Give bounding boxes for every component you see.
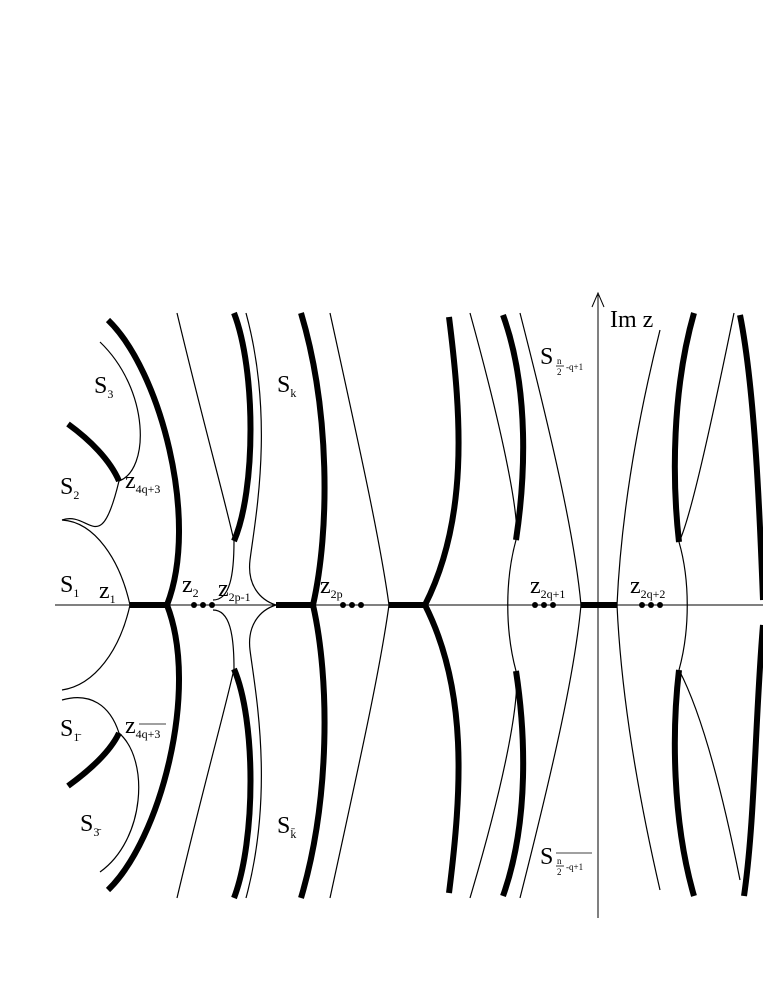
svg-text:2: 2 [557, 367, 562, 377]
svg-text:2: 2 [557, 867, 562, 877]
zero-z2p-label: z2p [320, 573, 343, 601]
svg-text:z4q+3: z4q+3 [125, 713, 160, 741]
svg-text:S: S [540, 344, 553, 370]
sector-sn-bar-label: S n 2 -q+1 [540, 844, 592, 877]
im-z-label: Im z [610, 307, 653, 333]
zero-z2q2-label: z2q+2 [630, 573, 665, 601]
svg-text:-q+1: -q+1 [566, 362, 583, 372]
thin-curves [61, 312, 741, 899]
svg-text:-q+1: -q+1 [566, 862, 583, 872]
sector-s3-bar-label: S3̄ [80, 811, 101, 839]
sector-s1-label: S1 [60, 572, 79, 600]
sector-s3-label: S3 [94, 373, 113, 401]
sector-s2-label: S2 [60, 474, 79, 502]
zero-z4q3-bar-label: z4q+3 [125, 713, 166, 741]
zero-z1-label: z1 [99, 578, 116, 606]
svg-text:n: n [557, 856, 562, 866]
zero-z4q3-label: z4q+3 [125, 468, 160, 496]
imaginary-axis-arrow-icon [591, 291, 605, 308]
sector-sk-label: Sk [277, 372, 296, 400]
sector-sn-label: S n 2 -q+1 [540, 344, 583, 377]
zero-z2-label: z2 [182, 572, 199, 600]
zero-z2p-1-label: z2p-1 [218, 576, 251, 604]
sector-sk-bar-label: Sk̄ [277, 813, 296, 841]
sector-s1-bar-label: S1̄ [60, 716, 81, 744]
svg-text:n: n [557, 356, 562, 366]
svg-text:S: S [540, 844, 553, 870]
thick-curves [66, 311, 763, 900]
ellipsis-dots [191, 602, 663, 608]
zero-z2q1-label: z2q+1 [530, 573, 565, 601]
